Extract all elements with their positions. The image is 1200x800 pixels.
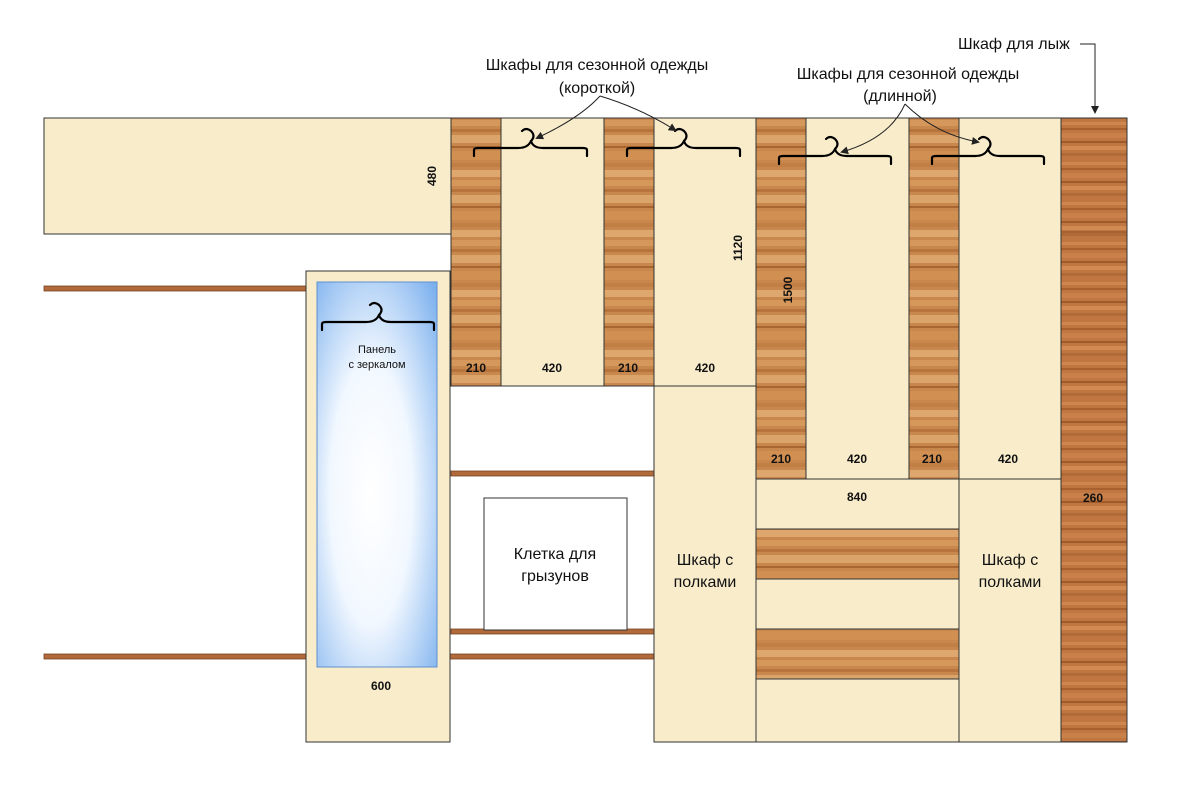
seasonal-short-label-2: (короткой) <box>559 80 636 97</box>
hanger-icon <box>625 127 742 158</box>
dim-long-narrow-1: 210 <box>771 452 791 466</box>
ski-cabinet-label: Шкаф для лыж <box>958 36 1070 53</box>
rod-upper-left <box>43 285 307 292</box>
hanger-icon <box>472 127 589 158</box>
rodent-cage-label-2: грызунов <box>521 568 589 585</box>
drawer-wood-2 <box>755 628 960 680</box>
leader-short-1 <box>535 95 601 140</box>
seasonal-long-label-2: (длинной) <box>863 88 937 105</box>
top-shelf <box>43 117 452 235</box>
mirror-panel-label-2: с зеркалом <box>348 359 405 371</box>
dim-long-height: 1500 <box>781 276 795 303</box>
leader-short-2 <box>599 95 677 132</box>
rod-lower-right <box>435 653 656 660</box>
dim-top-shelf-depth: 480 <box>425 166 439 186</box>
leader-ski <box>1080 43 1099 114</box>
dim-short-narrow-1: 210 <box>466 361 486 375</box>
seasonal-short-label-1: Шкафы для сезонной одежды <box>486 57 709 74</box>
shelves-cabinet-left <box>653 385 757 743</box>
short-wide-1 <box>500 117 605 387</box>
leader-long-1 <box>840 103 906 155</box>
long-narrow-2 <box>908 117 960 480</box>
long-narrow-1 <box>755 117 807 480</box>
dim-long-wide-2: 420 <box>998 452 1018 466</box>
dim-mirror-panel: 600 <box>371 679 391 693</box>
long-wide-2 <box>958 117 1062 480</box>
dim-long-narrow-2: 210 <box>922 452 942 466</box>
seasonal-long-label-1: Шкафы для сезонной одежды <box>797 66 1020 83</box>
mirror-panel-label-1: Панель <box>358 344 396 356</box>
mirror <box>316 281 438 668</box>
hanger-icon <box>320 301 436 332</box>
dim-drawer-unit: 840 <box>847 490 867 504</box>
long-wide-1 <box>805 117 910 480</box>
shelves-right-label-1: Шкаф с <box>982 552 1039 569</box>
rod-middle <box>450 470 656 477</box>
drawer-unit <box>755 478 960 743</box>
dim-long-wide-1: 420 <box>847 452 867 466</box>
rodent-cage-label-1: Клетка для <box>514 546 596 563</box>
dim-short-height: 1120 <box>731 235 745 261</box>
dim-short-wide-2: 420 <box>695 361 715 375</box>
short-narrow-1 <box>450 117 502 387</box>
shelves-left-label-1: Шкаф с <box>677 552 734 569</box>
hanger-icon <box>777 135 893 166</box>
dim-ski-cabinet: 260 <box>1083 491 1103 505</box>
rodent-cage <box>483 497 628 631</box>
rod-lower-left <box>43 653 307 660</box>
shelves-cabinet-right <box>958 478 1062 743</box>
hanger-icon <box>930 135 1046 166</box>
leader-long-2 <box>904 103 980 145</box>
dim-short-narrow-2: 210 <box>618 361 638 375</box>
short-narrow-2 <box>603 117 655 387</box>
drawer-wood-1 <box>755 528 960 580</box>
ski-cabinet <box>1060 117 1128 743</box>
shelves-right-label-2: полками <box>979 574 1042 591</box>
dim-short-wide-1: 420 <box>542 361 562 375</box>
shelves-left-label-2: полками <box>674 574 737 591</box>
